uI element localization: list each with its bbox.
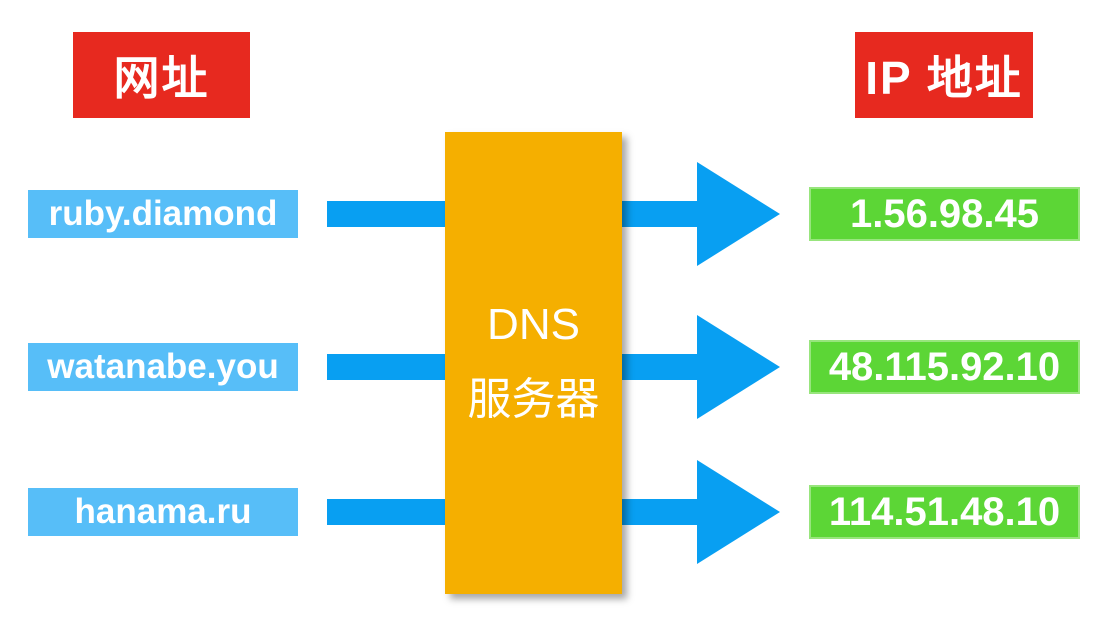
arrow-right-icon (697, 162, 780, 266)
domain-box: hanama.ru (28, 488, 298, 536)
dns-server-line2: 服务器 (467, 375, 600, 424)
dns-server-box: DNS 服务器 (445, 132, 622, 594)
dns-server-line1: DNS (487, 300, 580, 350)
ip-box: 48.115.92.10 (809, 340, 1080, 394)
arrow-right-icon (697, 315, 780, 419)
arrow-right-icon (697, 460, 780, 564)
header-domain-label: 网址 (73, 32, 250, 118)
header-ip-label: IP 地址 (855, 32, 1033, 118)
ip-box: 114.51.48.10 (809, 485, 1080, 539)
ip-box: 1.56.98.45 (809, 187, 1080, 241)
domain-box: watanabe.you (28, 343, 298, 391)
domain-box: ruby.diamond (28, 190, 298, 238)
